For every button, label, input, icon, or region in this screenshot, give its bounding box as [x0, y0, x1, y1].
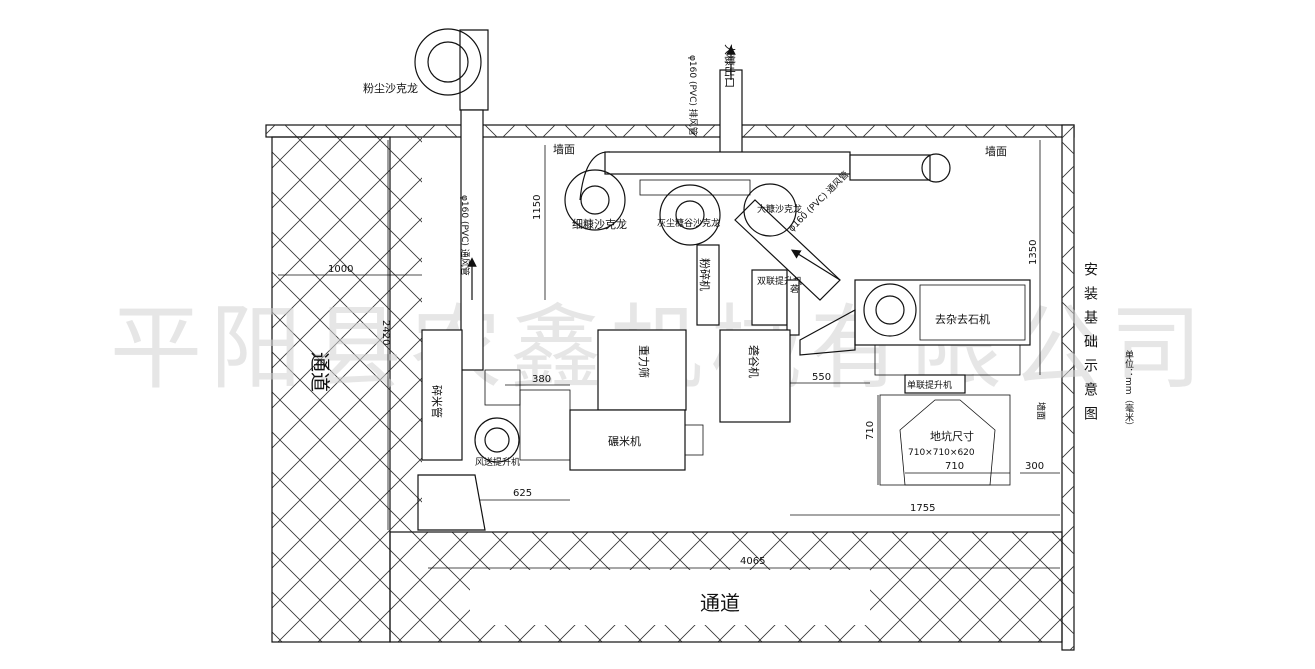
unit-label: 单位：mm（毫米）	[1123, 349, 1134, 431]
fine-bran-cyclone-label: 细糠沙克龙	[572, 217, 627, 231]
dim-550: 550	[812, 372, 831, 383]
pit-size-value: 710×710×620	[908, 448, 975, 458]
pit	[879, 394, 1011, 486]
whitener	[519, 389, 704, 471]
dim-1350: 1350	[1028, 240, 1039, 265]
gravity-sieve-label: 重力筛	[637, 345, 651, 378]
single-elevator	[904, 374, 966, 394]
husk-tube-label: 砻	[790, 283, 799, 295]
passage-left-label: 通道	[308, 352, 332, 392]
big-outlet-label: 大糠出口	[723, 44, 737, 88]
air-elevator	[474, 369, 521, 463]
rice-tube-label: 碎米管	[430, 385, 444, 418]
rice-tube	[417, 329, 486, 531]
dim-300: 300	[1025, 461, 1044, 472]
ash-bran-cyclone	[639, 179, 751, 246]
crusher-label: 粉碎机	[698, 258, 712, 291]
exhaust-pipe-left-label: φ160 (PVC) 通风管	[459, 195, 471, 276]
dim-2420: 2420	[380, 320, 391, 345]
airflow-arrow-mid	[790, 249, 841, 281]
double-elevator	[751, 269, 788, 326]
crusher	[696, 244, 720, 326]
dim-710-vertical: 710	[865, 421, 876, 440]
single-elevator-label: 单联提升机	[907, 379, 952, 391]
diagram-title: 安装基础示意图	[1082, 262, 1098, 430]
dust-cyclone-label: 粉尘沙克龙	[363, 82, 418, 95]
dim-625: 625	[513, 488, 532, 499]
horizontal-duct	[579, 151, 951, 201]
whitener-label: 碾米机	[608, 434, 641, 448]
dim-1150: 1150	[532, 195, 543, 220]
paddy-separator	[719, 329, 791, 423]
destoner-label: 去杂去石机	[935, 312, 990, 326]
exhaust-pipe-top-label: φ160 (PVC) 排风管	[687, 55, 699, 136]
dim-1000: 1000	[328, 264, 353, 275]
dimension-lines	[278, 140, 1060, 569]
husk-tube	[786, 279, 800, 336]
pipe-mid-label: φ160 (PVC) 通风管	[786, 169, 852, 235]
destoner	[799, 279, 1031, 376]
wall-side-label: 墙面	[1035, 402, 1047, 420]
wall-hatching	[265, 124, 1075, 651]
dim-1755: 1755	[910, 503, 935, 514]
passage-bottom-label: 通道	[700, 591, 740, 615]
fine-bran-cyclone	[564, 169, 626, 231]
wall-left-label: 墙面	[553, 142, 575, 156]
paddy-separator-label: 砻谷机	[747, 345, 761, 378]
dust-cyclone	[414, 28, 489, 371]
ash-bran-cyclone-label: 灰尘糠谷沙克龙	[657, 217, 720, 229]
gravity-sieve	[597, 329, 687, 411]
dim-4065: 4065	[740, 556, 765, 567]
dim-710-horizontal: 710	[945, 461, 964, 472]
dim-380: 380	[532, 374, 551, 385]
pit-size-label: 地坑尺寸	[930, 429, 974, 443]
big-bran-cyclone-label: 大糠沙克龙	[757, 203, 802, 215]
air-elevator-label: 风送提升机	[475, 456, 520, 468]
wall-right-label: 墙面	[985, 144, 1007, 158]
